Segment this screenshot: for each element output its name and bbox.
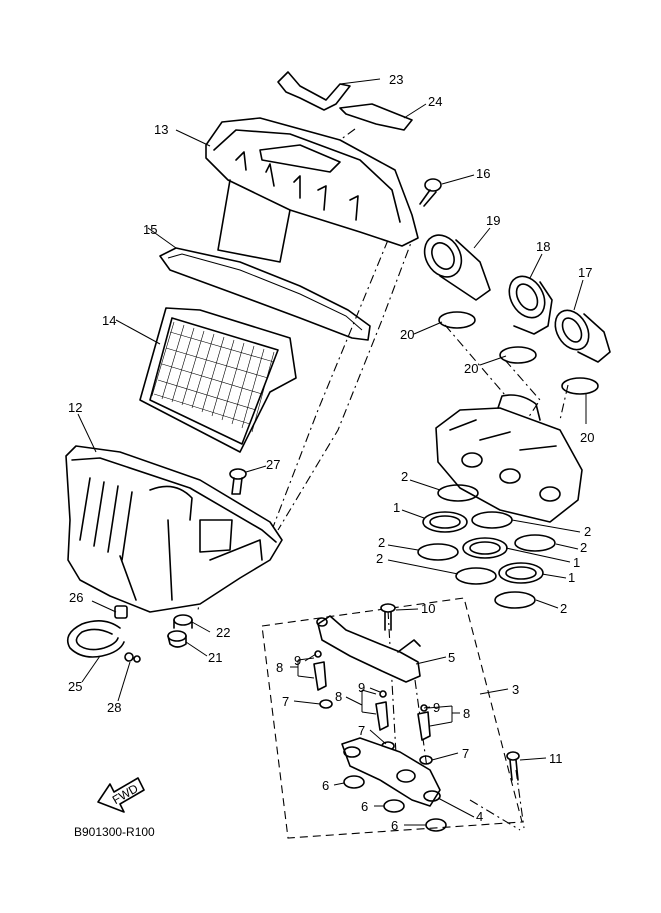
callout-8-c: 8	[463, 706, 470, 721]
callout-26: 26	[69, 590, 83, 605]
callout-21: 21	[208, 650, 222, 665]
callout-2-b: 2	[378, 535, 385, 550]
fwd-arrow: FWD	[97, 777, 145, 813]
part-13-airbox-cover	[205, 117, 419, 263]
callout-6-c: 6	[391, 818, 398, 833]
leader-lines	[77, 78, 587, 826]
part-27-bolt	[229, 468, 247, 495]
callout-14: 14	[102, 313, 116, 328]
part-26-clip	[114, 605, 128, 619]
callout-20-c: 20	[580, 430, 594, 445]
callout-2-a: 2	[401, 469, 408, 484]
callout-12: 12	[68, 400, 82, 415]
part-3-group-box	[261, 597, 523, 839]
callout-1-b: 1	[573, 555, 580, 570]
callout-15: 15	[143, 222, 157, 237]
callout-23: 23	[389, 72, 403, 87]
callout-9-a: 9	[294, 653, 301, 668]
callout-4: 4	[476, 809, 483, 824]
callout-11: 11	[549, 751, 563, 766]
part-20-clamps	[438, 311, 599, 395]
callout-2-e: 2	[580, 540, 587, 555]
part-28-clip	[124, 652, 141, 663]
part-21-collar	[167, 630, 187, 648]
callout-27: 27	[266, 457, 280, 472]
callout-20-a: 20	[400, 327, 414, 342]
callout-2-d: 2	[584, 524, 591, 539]
callout-17: 17	[578, 265, 592, 280]
part-15-gasket	[159, 247, 371, 341]
callout-3: 3	[512, 682, 519, 697]
injectors	[313, 650, 431, 741]
diagram-code: B901300-R100	[74, 825, 155, 839]
callout-9-c: 9	[433, 700, 440, 715]
callout-8-a: 8	[276, 660, 283, 675]
callout-25: 25	[68, 679, 82, 694]
callout-2-c: 2	[376, 551, 383, 566]
part-16-screw	[419, 178, 442, 207]
part-24-plate	[339, 103, 413, 131]
callout-28: 28	[107, 700, 121, 715]
callout-1-a: 1	[393, 500, 400, 515]
throttle-body-assembly	[435, 394, 583, 523]
callout-10: 10	[421, 601, 435, 616]
part-25-hose	[66, 620, 125, 658]
part-17-intake-duct	[554, 309, 611, 363]
callout-labels: 23 24 13 16 15 19 18 17 20 20 20 14 12 2…	[68, 72, 594, 833]
part-11-bolt	[506, 751, 520, 781]
part-14-air-filter	[139, 307, 297, 453]
parts-1-2-joints-clamps	[417, 484, 556, 609]
callout-16: 16	[476, 166, 490, 181]
part-5-fuel-rail	[316, 615, 421, 683]
callout-18: 18	[536, 239, 550, 254]
callout-24: 24	[428, 94, 442, 109]
callout-7-a: 7	[282, 694, 289, 709]
part-23-bracket	[277, 71, 351, 111]
callout-5: 5	[448, 650, 455, 665]
callout-13: 13	[154, 122, 168, 137]
callout-2-f: 2	[560, 601, 567, 616]
part-12-airbox-lower	[65, 445, 283, 613]
part-18-intake-duct	[508, 275, 553, 335]
callout-8-b: 8	[335, 689, 342, 704]
callout-6-a: 6	[322, 778, 329, 793]
callout-7-c: 7	[462, 746, 469, 761]
callout-7-b: 7	[358, 723, 365, 738]
callout-1-c: 1	[568, 570, 575, 585]
callout-22: 22	[216, 625, 230, 640]
part-4-holder	[341, 737, 441, 807]
part-10-bolt	[380, 603, 396, 631]
part-22-grommet	[173, 614, 193, 629]
callout-6-b: 6	[361, 799, 368, 814]
callout-20-b: 20	[464, 361, 478, 376]
callout-9-b: 9	[358, 680, 365, 695]
part-19-intake-duct	[423, 234, 491, 301]
callout-19: 19	[486, 213, 500, 228]
